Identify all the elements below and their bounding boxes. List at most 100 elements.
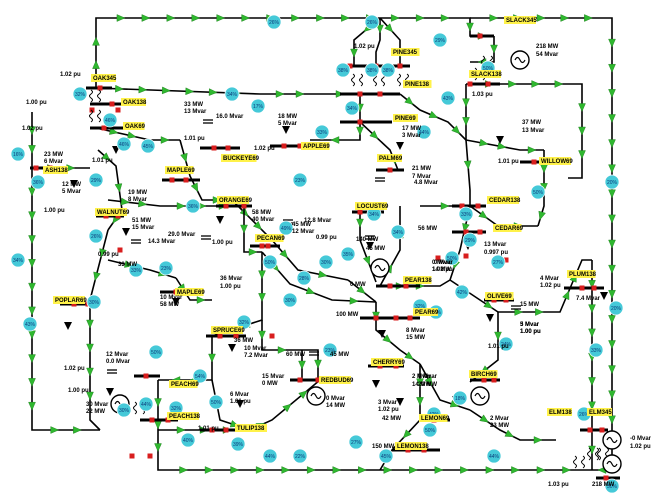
loading-percent: 36% (188, 204, 199, 210)
breaker-icon[interactable] (485, 81, 491, 87)
flow-arrow-icon (258, 293, 266, 302)
breaker-icon[interactable] (467, 81, 473, 87)
breaker-icon[interactable] (397, 63, 403, 69)
breaker-icon[interactable] (403, 283, 409, 289)
breaker-icon[interactable] (259, 243, 265, 249)
breaker-icon[interactable] (297, 143, 303, 149)
breaker-icon[interactable] (281, 143, 287, 149)
measurement-value: 1.02 pu (254, 146, 275, 152)
breaker-icon[interactable] (101, 125, 107, 131)
breaker-icon[interactable] (109, 101, 115, 107)
breaker-icon[interactable] (407, 315, 413, 321)
breaker-icon[interactable] (209, 427, 215, 433)
breaker-icon[interactable] (115, 107, 121, 113)
breaker-icon[interactable] (373, 315, 379, 321)
breaker-icon[interactable] (435, 255, 441, 261)
generator-icon[interactable] (602, 430, 622, 450)
measurement-value: 1.00 pu (220, 284, 241, 290)
capacitor-icon[interactable] (107, 369, 117, 374)
flow-arrow-icon (138, 85, 148, 94)
breaker-icon[interactable] (463, 253, 469, 259)
breaker-icon[interactable] (147, 453, 153, 459)
breaker-icon[interactable] (599, 427, 605, 433)
breaker-icon[interactable] (459, 203, 465, 209)
line-loading-pie: 20% (608, 300, 624, 316)
flow-arrow-icon (511, 466, 520, 474)
generator-icon[interactable] (602, 454, 622, 474)
generator-icon[interactable] (470, 386, 490, 406)
breaker-icon[interactable] (481, 377, 487, 383)
breaker-icon[interactable] (579, 285, 585, 291)
breaker-icon[interactable] (217, 333, 223, 339)
loading-percent: 34% (393, 230, 404, 236)
breaker-icon[interactable] (297, 377, 303, 383)
breaker-icon[interactable] (265, 243, 271, 249)
generator-icon[interactable] (306, 386, 326, 406)
breaker-icon[interactable] (591, 285, 597, 291)
line-loading-pie: 34% (344, 100, 360, 116)
bus-name: TULIP138 (237, 426, 265, 432)
capacitor-icon[interactable] (131, 239, 141, 244)
breaker-icon[interactable] (531, 159, 537, 165)
breaker-icon[interactable] (491, 377, 497, 383)
breaker-icon[interactable] (603, 475, 609, 481)
measurement-value: 12.8 Mvar (304, 218, 332, 224)
breaker-icon[interactable] (269, 333, 275, 339)
measurement-value: 42 MW (382, 416, 401, 422)
breaker-icon[interactable] (587, 427, 593, 433)
capacitor-icon[interactable] (375, 177, 385, 182)
breaker-icon[interactable] (377, 91, 383, 97)
flow-arrow-icon (608, 340, 616, 349)
breaker-icon[interactable] (357, 91, 363, 97)
breaker-icon[interactable] (143, 373, 149, 379)
generator-icon[interactable] (370, 258, 390, 278)
breaker-icon[interactable] (97, 85, 103, 91)
breaker-icon[interactable] (463, 229, 469, 235)
breaker-icon[interactable] (129, 453, 135, 459)
breaker-icon[interactable] (477, 33, 483, 39)
loading-percent: 27% (351, 440, 362, 446)
bus-name: OLIVE69 (487, 294, 512, 300)
breaker-icon[interactable] (387, 167, 393, 173)
loading-percent: 42% (457, 290, 468, 296)
breaker-icon[interactable] (393, 315, 399, 321)
capacitor-icon[interactable] (201, 235, 211, 240)
measurement-value: 36 MW (234, 338, 253, 344)
capacitor-icon[interactable] (309, 351, 319, 356)
breaker-icon[interactable] (89, 107, 95, 113)
measurement-value: 45 MW (330, 352, 349, 358)
breaker-icon[interactable] (225, 145, 231, 151)
breaker-icon[interactable] (117, 247, 123, 253)
measurement-value: 23 MW (44, 152, 63, 158)
capacitor-icon[interactable] (511, 305, 521, 310)
capacitor-icon[interactable] (203, 119, 213, 124)
flow-arrow-icon (341, 14, 350, 22)
breaker-icon[interactable] (387, 283, 393, 289)
breaker-icon[interactable] (357, 119, 363, 125)
flow-arrow-icon (588, 377, 596, 386)
loading-percent: 38% (383, 68, 394, 74)
breaker-icon[interactable] (223, 203, 229, 209)
breaker-icon[interactable] (357, 209, 363, 215)
loading-percent: 50% (151, 350, 162, 356)
breaker-icon[interactable] (475, 203, 481, 209)
breaker-icon[interactable] (223, 427, 229, 433)
breaker-icon[interactable] (183, 177, 189, 183)
breaker-icon[interactable] (347, 63, 353, 69)
breaker-icon[interactable] (503, 257, 509, 263)
breaker-icon[interactable] (169, 177, 175, 183)
breaker-icon[interactable] (315, 377, 321, 383)
flow-arrow-icon (415, 14, 425, 22)
flow-arrow-icon (176, 202, 186, 210)
breaker-icon[interactable] (233, 333, 239, 339)
bus-name: WILLOW69 (541, 159, 573, 165)
generator-icon[interactable] (510, 50, 530, 70)
bus-name: APPLE69 (303, 144, 330, 150)
breaker-icon[interactable] (33, 165, 39, 171)
capacitor-icon[interactable] (365, 235, 375, 240)
line-loading-pie: 32% (236, 314, 252, 330)
breaker-icon[interactable] (211, 145, 217, 151)
breaker-icon[interactable] (477, 229, 483, 235)
breaker-icon[interactable] (149, 417, 155, 423)
breaker-icon[interactable] (241, 203, 247, 209)
